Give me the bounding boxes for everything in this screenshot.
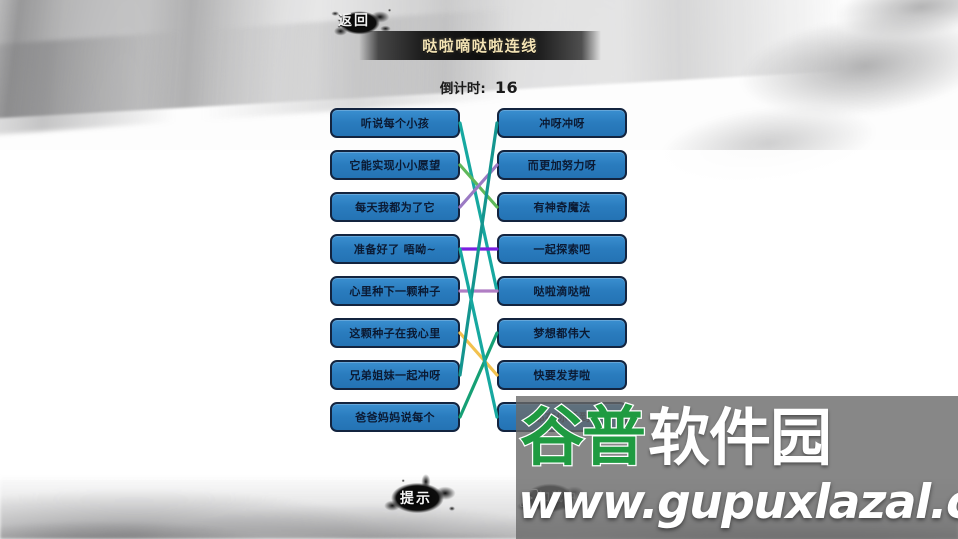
option-button-l8[interactable]: 爸爸妈妈说每个 (330, 402, 460, 432)
option-button-r1[interactable]: 冲呀冲呀 (497, 108, 627, 138)
watermark-brand: 谷普 软件园 (519, 401, 958, 475)
option-button-l2[interactable]: 它能实现小小愿望 (330, 150, 460, 180)
option-button-label: 准备好了 唔呦~ (353, 243, 437, 256)
option-button-l4[interactable]: 准备好了 唔呦~ (330, 234, 460, 264)
option-button-label: 爸爸妈妈说每个 (355, 411, 435, 424)
option-button-label: 冲呀冲呀 (539, 117, 585, 130)
watermark-brand-green: 谷普 (519, 401, 648, 475)
option-button-r4[interactable]: 一起探索吧 (497, 234, 627, 264)
right-options-column: 冲呀冲呀而更加努力呀有神奇魔法一起探索吧哒啦滴哒啦梦想都伟大快要发芽啦都在你手到 (497, 108, 627, 432)
countdown-label: 倒计时: (439, 81, 486, 97)
watermark-brand-white: 软件园 (648, 401, 832, 474)
option-button-l1[interactable]: 听说每个小孩 (330, 108, 460, 138)
option-button-r3[interactable]: 有神奇魔法 (497, 192, 627, 222)
back-button-label: 返回 (338, 13, 370, 29)
option-button-l6[interactable]: 这颗种子在我心里 (330, 318, 460, 348)
option-button-label: 而更加努力呀 (527, 159, 597, 172)
watermark-overlay: 谷普 软件园 www.gupuxlazal.com (516, 396, 958, 539)
option-button-label: 听说每个小孩 (360, 117, 430, 130)
option-button-r2[interactable]: 而更加努力呀 (497, 150, 627, 180)
option-button-label: 哒啦滴哒啦 (533, 285, 591, 298)
option-button-label: 梦想都伟大 (533, 327, 591, 340)
countdown-timer: 倒计时: 16 (0, 77, 958, 97)
option-button-label: 兄弟姐妹一起冲呀 (349, 369, 441, 382)
title-banner: 哒啦嘀哒啦连线 (359, 31, 601, 60)
option-button-r6[interactable]: 梦想都伟大 (497, 318, 627, 348)
countdown-value: 16 (494, 78, 519, 97)
option-button-r7[interactable]: 快要发芽啦 (497, 360, 627, 390)
option-button-label: 快要发芽啦 (533, 369, 591, 382)
ink-splatter-icon (378, 474, 462, 522)
option-button-label: 它能实现小小愿望 (349, 159, 441, 172)
option-button-r5[interactable]: 哒啦滴哒啦 (497, 276, 627, 306)
watermark-url: www.gupuxlazal.com (518, 475, 958, 530)
option-button-label: 每天我都为了它 (355, 201, 435, 214)
option-button-label: 有神奇魔法 (533, 201, 591, 214)
option-button-l7[interactable]: 兄弟姐妹一起冲呀 (330, 360, 460, 390)
option-button-label: 心里种下一颗种子 (349, 285, 441, 298)
option-button-label: 这颗种子在我心里 (349, 327, 441, 340)
left-options-column: 听说每个小孩它能实现小小愿望每天我都为了它准备好了 唔呦~ 心里种下一颗种子这颗种… (330, 108, 460, 432)
hint-button-label: 提示 (400, 491, 432, 507)
page-title: 哒啦嘀哒啦连线 (422, 37, 538, 55)
option-button-l3[interactable]: 每天我都为了它 (330, 192, 460, 222)
option-button-label: 一起探索吧 (533, 243, 591, 256)
hint-button[interactable]: 提示 (378, 474, 462, 522)
option-button-l5[interactable]: 心里种下一颗种子 (330, 276, 460, 306)
